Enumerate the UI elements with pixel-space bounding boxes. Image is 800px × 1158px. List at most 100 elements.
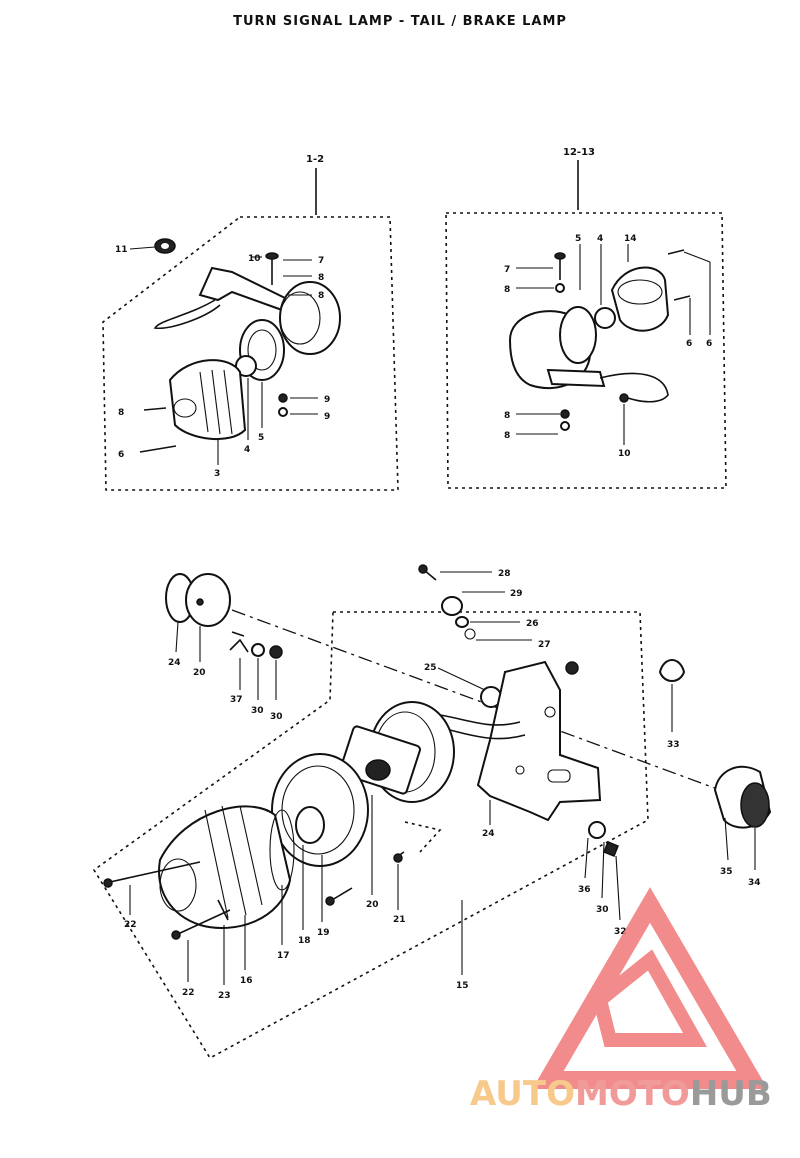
screw-head xyxy=(554,252,566,260)
leader-line xyxy=(175,621,179,653)
part-label: 8 xyxy=(504,431,510,441)
leader-line xyxy=(129,246,156,250)
screw-head xyxy=(171,930,181,940)
part-label: 17 xyxy=(277,951,290,961)
part-label: 26 xyxy=(526,619,539,629)
left-group-boundary xyxy=(102,216,399,491)
logo-triangle xyxy=(532,887,768,1089)
reflector-screw xyxy=(196,598,204,606)
washer-part xyxy=(588,821,606,839)
part-label: 6 xyxy=(118,450,124,460)
part-label: 24 xyxy=(482,829,495,839)
part-label: 4 xyxy=(597,234,603,244)
gasket-inner xyxy=(247,329,277,371)
assembly-axis-line xyxy=(231,609,721,791)
bracket-hole xyxy=(515,765,525,775)
screw-head xyxy=(325,896,335,906)
washer-part xyxy=(278,407,288,417)
part-label: 14 xyxy=(624,234,637,244)
screw-part xyxy=(667,249,685,255)
nut-part xyxy=(565,661,579,675)
screw-head xyxy=(418,564,428,574)
wire-lead xyxy=(153,299,221,329)
part-label: 34 xyxy=(748,878,761,888)
right-group-header: 12-13 xyxy=(563,147,595,158)
part-label: 27 xyxy=(538,640,551,650)
gasket-part xyxy=(271,753,369,867)
watermark-text: AUTOMOTOHUB xyxy=(470,1074,772,1114)
screw-part xyxy=(217,899,229,921)
reflector-lens xyxy=(185,573,231,627)
mounting-bracket xyxy=(476,660,602,822)
screw-part xyxy=(231,631,245,637)
part-label: 30 xyxy=(596,905,609,915)
part-label: 37 xyxy=(230,695,243,705)
part-label: 4 xyxy=(244,445,250,455)
gasket-part xyxy=(559,306,597,364)
washer-part xyxy=(464,628,476,640)
screw-part xyxy=(109,861,201,883)
washer-part xyxy=(251,643,265,657)
part-label: 6 xyxy=(706,339,712,349)
bulb-part xyxy=(295,806,325,844)
leader-line xyxy=(584,837,589,879)
watermark-hub: HUB xyxy=(689,1074,772,1114)
watermark-auto: AUTO xyxy=(470,1074,575,1114)
part-label: 20 xyxy=(193,668,206,678)
mounting-stem xyxy=(546,368,606,388)
part-label: 21 xyxy=(393,915,406,925)
part-label: 9 xyxy=(324,412,330,422)
lamp-housing xyxy=(610,266,670,332)
part-label: 20 xyxy=(366,900,379,910)
lens-center xyxy=(173,398,197,418)
washer-hole xyxy=(161,243,169,249)
leader-line xyxy=(601,841,605,899)
tail-brake-lamp-group: 28 29 26 27 25 24 xyxy=(92,564,772,1060)
part-label: 8 xyxy=(318,273,324,283)
bracket-slot xyxy=(547,769,571,783)
logo-inner-shape xyxy=(592,949,707,1047)
part-label: 18 xyxy=(298,936,311,946)
washer-part xyxy=(555,283,565,293)
screw-head xyxy=(103,878,113,888)
part-label: 10 xyxy=(618,449,631,459)
part-label: 8 xyxy=(504,285,510,295)
wire-lead xyxy=(449,729,526,740)
part-label: 35 xyxy=(720,867,733,877)
part-label: 16 xyxy=(240,976,253,986)
screw-head xyxy=(265,252,279,260)
leader-line xyxy=(437,667,486,691)
bulb-part xyxy=(594,307,616,329)
nut-part xyxy=(269,645,283,659)
automotohub-logo xyxy=(532,887,768,1089)
part-label: 10 xyxy=(248,254,261,264)
screw-part xyxy=(143,407,167,411)
screw-part xyxy=(139,445,177,453)
leader-line xyxy=(724,817,729,861)
assembly-guide-line xyxy=(404,821,442,853)
leader-line xyxy=(615,855,621,921)
part-label: 24 xyxy=(168,658,181,668)
housing-rim xyxy=(279,291,321,345)
nut-part xyxy=(278,393,288,403)
reflector-cap xyxy=(658,659,686,682)
leader-line xyxy=(683,251,711,263)
left-group-header: 1-2 xyxy=(306,154,324,165)
part-label: 32 xyxy=(614,927,627,937)
lens-part xyxy=(168,359,247,441)
part-label: 8 xyxy=(504,411,510,421)
lamp-housing xyxy=(279,281,341,355)
part-label: 22 xyxy=(182,988,195,998)
bracket-hole xyxy=(544,706,556,718)
part-label: 6 xyxy=(686,339,692,349)
part-label: 22 xyxy=(124,920,137,930)
cushion-part xyxy=(441,596,463,616)
wire-lead xyxy=(599,372,669,403)
part-label: 5 xyxy=(575,234,581,244)
part-label: 25 xyxy=(424,663,437,673)
nut-part xyxy=(603,841,619,857)
spring-washer xyxy=(229,638,249,653)
part-label: 9 xyxy=(324,395,330,405)
